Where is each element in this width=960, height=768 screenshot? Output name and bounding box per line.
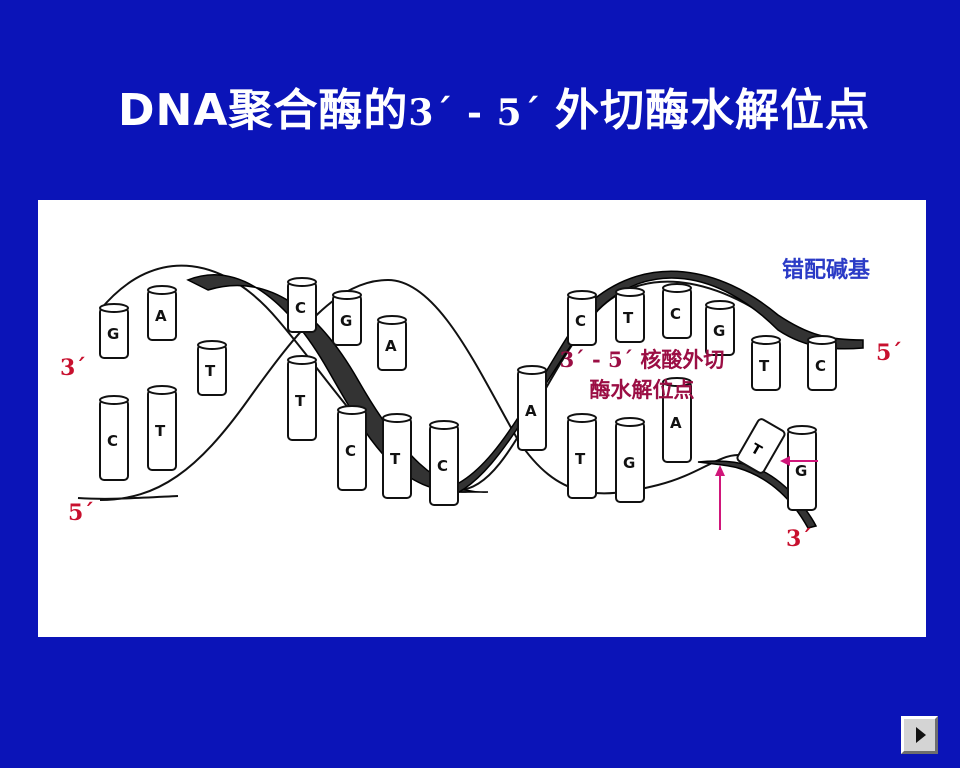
base-lower-4: T: [382, 413, 412, 499]
base-upper-1-letter: A: [155, 307, 167, 325]
base-lower-7-letter: T: [575, 450, 586, 468]
base-upper-5-letter: A: [385, 337, 397, 355]
base-lower-1-letter: T: [155, 422, 166, 440]
base-upper-9: G: [705, 300, 735, 356]
base-lower-5: C: [429, 420, 459, 506]
base-upper-4: G: [332, 290, 362, 346]
base-lower-8-letter: G: [623, 454, 635, 472]
base-upper-5: A: [377, 315, 407, 371]
base-upper-9-letter: G: [713, 322, 725, 340]
exo-label-line2: 酶水解位点: [589, 377, 695, 402]
base-lower-3-letter: C: [345, 442, 356, 460]
play-triangle-icon: [916, 727, 926, 743]
title-part2: 3´ - 5´: [408, 92, 556, 134]
base-lower-6-letter: A: [525, 402, 537, 420]
base-lower-9-letter: A: [670, 414, 682, 432]
slide-title: DNA聚合酶的3´ - 5´ 外切酶水解位点: [118, 74, 938, 138]
base-upper-3-letter: C: [295, 299, 306, 317]
label-3prime-top-left: 3´: [60, 355, 87, 381]
base-upper-10: T: [751, 335, 781, 391]
base-lower-1: T: [147, 385, 177, 471]
base-upper-4-letter: G: [340, 312, 352, 330]
base-lower-2-letter: T: [295, 392, 306, 410]
base-upper-7-letter: T: [623, 309, 634, 327]
base-lower-8: G: [615, 417, 645, 503]
base-upper-6-letter: C: [575, 312, 586, 330]
mismatch-base: T: [736, 418, 786, 474]
base-lower-10: G: [787, 425, 817, 511]
base-upper-0-letter: G: [107, 325, 119, 343]
base-lower-7: T: [567, 413, 597, 499]
base-lower-9: A: [662, 377, 692, 463]
base-upper-10-letter: T: [759, 357, 770, 375]
base-upper-11: C: [807, 335, 837, 391]
base-upper-3: C: [287, 277, 317, 333]
base-upper-7: T: [615, 287, 645, 343]
base-lower-2: T: [287, 355, 317, 441]
base-lower-4-letter: T: [390, 450, 401, 468]
base-lower-10-letter: G: [795, 462, 807, 480]
title-part3: 外切酶水解位点: [555, 85, 871, 136]
base-lower-3: C: [337, 405, 367, 491]
base-lower-0-letter: C: [107, 432, 118, 450]
label-5prime-bottom-left: 5´: [68, 500, 95, 526]
base-upper-2-letter: T: [205, 362, 216, 380]
mismatch-base-label: 错配碱基: [782, 258, 871, 283]
exo-label-line1: 3´ - 5´ 核酸外切: [559, 347, 725, 372]
base-upper-2: T: [197, 340, 227, 396]
title-part1: DNA聚合酶的: [118, 85, 409, 136]
label-5prime-top-right: 5´: [876, 340, 903, 366]
exonuclease-site-label: 3´ - 5´ 核酸外切 酶水解位点: [542, 345, 742, 405]
label-3prime-bottom-right: 3´: [786, 526, 813, 552]
base-lower-6: A: [517, 365, 547, 451]
base-upper-6: C: [567, 290, 597, 346]
base-upper-8: C: [662, 283, 692, 339]
base-lower-5-letter: C: [437, 457, 448, 475]
base-upper-8-letter: C: [670, 305, 681, 323]
base-upper-0: G: [99, 303, 129, 359]
next-slide-button[interactable]: [901, 716, 938, 754]
base-upper-1: A: [147, 285, 177, 341]
base-lower-0: C: [99, 395, 129, 481]
base-upper-11-letter: C: [815, 357, 826, 375]
